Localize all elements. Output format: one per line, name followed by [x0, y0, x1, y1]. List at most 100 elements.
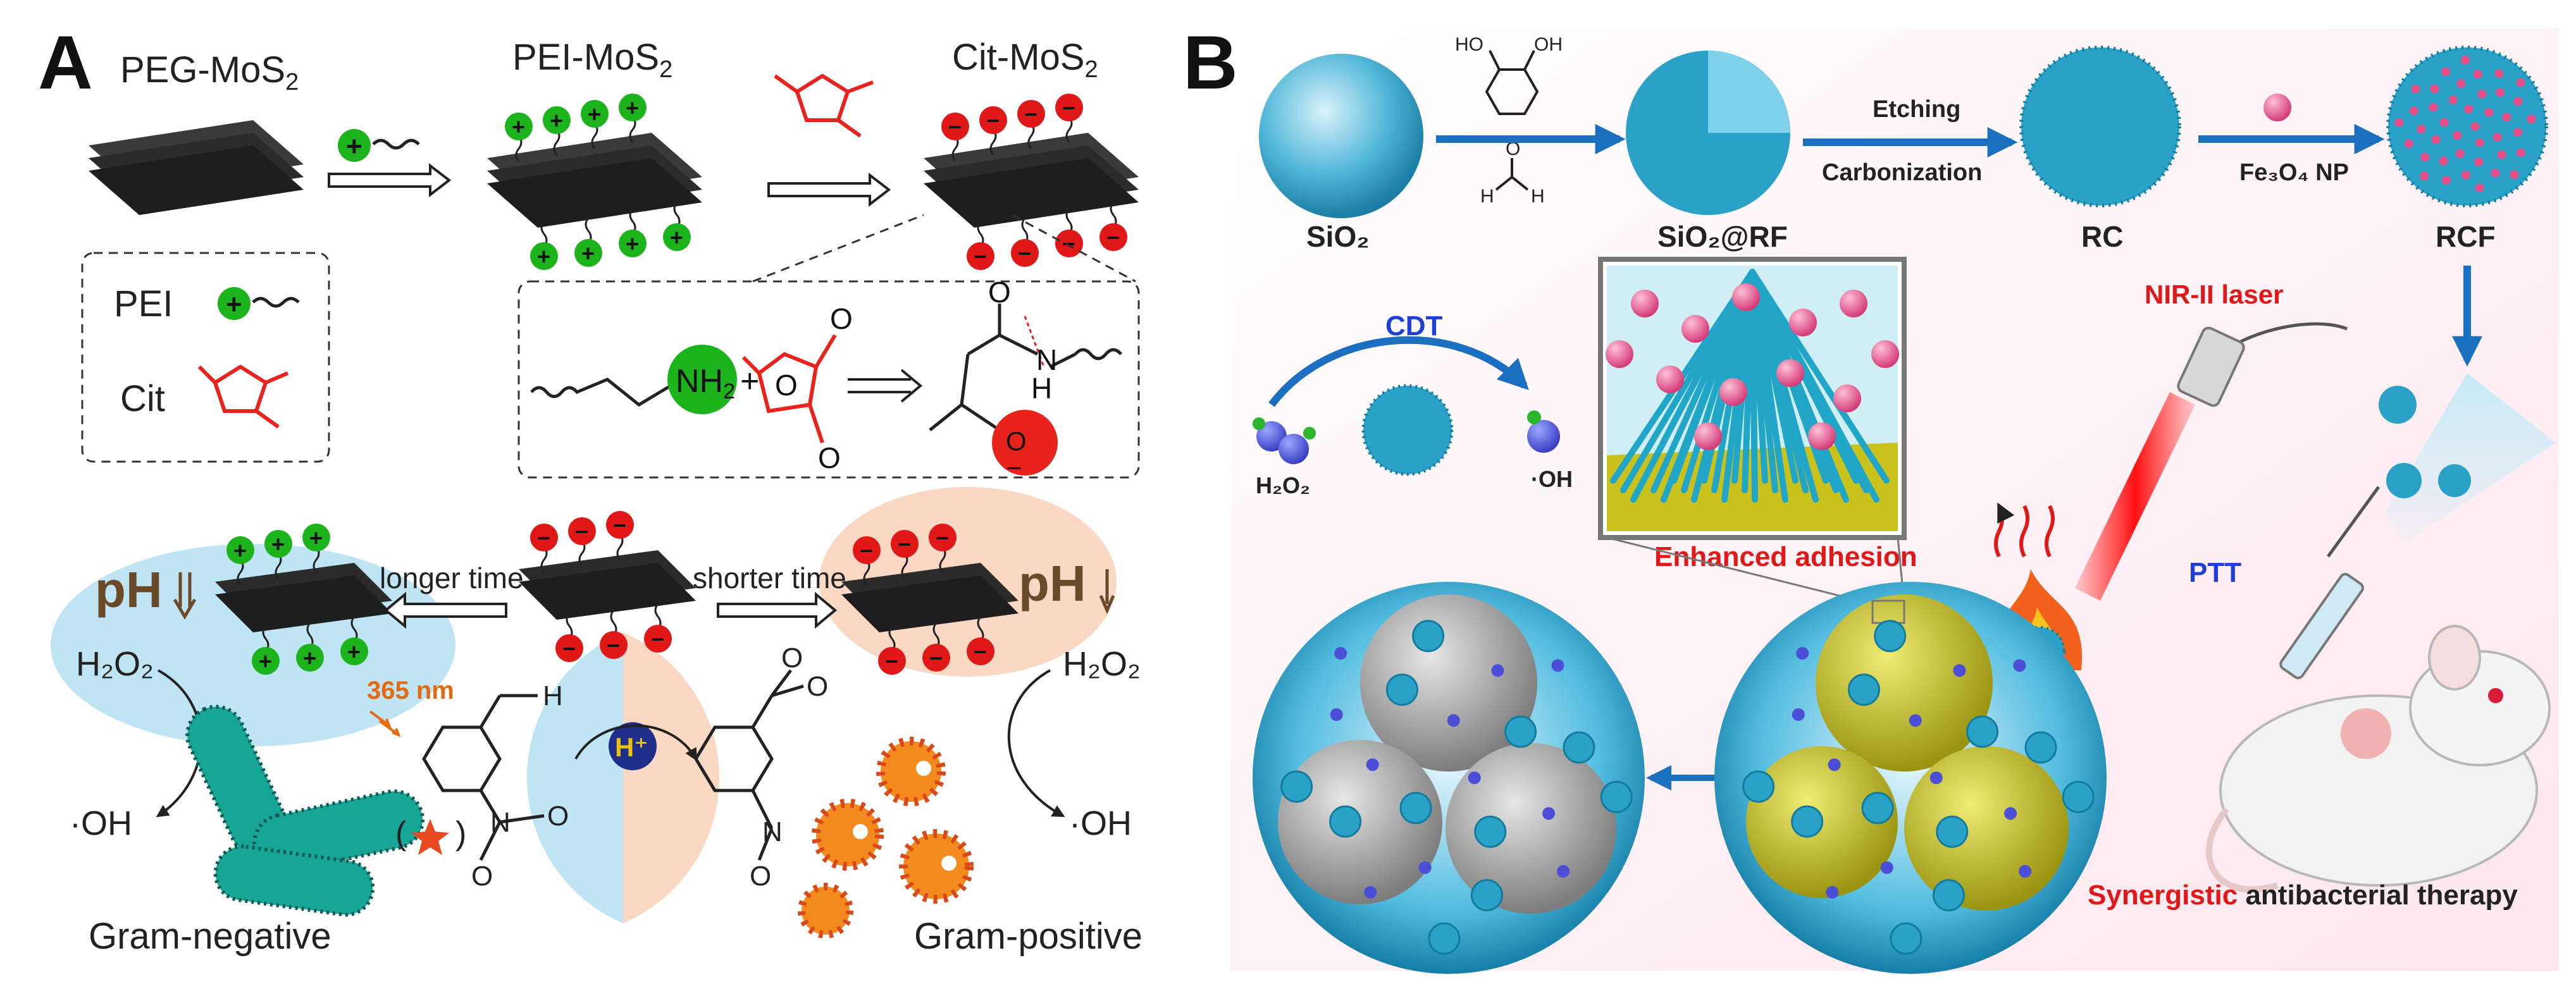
fe3o4-dot: [2453, 131, 2462, 140]
nitrosobenzoate-molecule: [694, 669, 804, 861]
charge-sign: +: [259, 648, 272, 674]
charge-icon: [619, 230, 647, 257]
charge-icon: [606, 511, 634, 539]
rcf-sphere: [2386, 46, 2548, 207]
longer-time-label: longer time: [380, 562, 524, 594]
oh-right-label: ·OH: [1069, 804, 1132, 842]
charge-icon: [922, 644, 950, 672]
fe3o4-dot: [2464, 104, 2474, 114]
rcf-particle: [2024, 731, 2057, 764]
fe3o4-dot: [2456, 79, 2466, 89]
wavelength-label: 365 nm: [367, 677, 454, 704]
charge-icon: [600, 631, 628, 659]
ph-right-label: pH: [1019, 555, 1086, 612]
proton-label: H⁺: [615, 732, 648, 762]
oh-radical-label: ·OH: [1531, 466, 1573, 492]
fe3o4-dot: [2411, 84, 2420, 94]
cdt-arc-arrow: [1268, 336, 1529, 407]
ph-left-double-arrow: [173, 572, 197, 620]
radical-dot: [1364, 886, 1377, 899]
charge-sign: −: [1062, 231, 1075, 257]
carboxylate-minus: −: [1006, 453, 1022, 484]
peg-mos2-title: PEG-MoS2: [120, 49, 299, 95]
center-sheet: [519, 550, 696, 620]
radical-dot: [1366, 758, 1379, 772]
gram-positive-label: Gram-positive: [914, 916, 1142, 957]
cit-mos2-title: Cit-MoS2: [952, 37, 1098, 83]
adhesion-inset: [1598, 257, 1907, 540]
rcf-label: RCF: [2436, 220, 2496, 253]
aldehyde-h-label: H: [543, 680, 563, 711]
spray-particle-1: [2379, 386, 2417, 424]
rcf-particle: [1600, 780, 1633, 813]
fe3o4-dot: [2527, 114, 2536, 124]
charge-sign: +: [588, 101, 601, 127]
fe3o4-np-icon: [2263, 94, 2291, 121]
charge-sign: −: [986, 108, 1000, 133]
reaction-arrow: [848, 369, 923, 403]
rcf-particle: [1847, 673, 1880, 706]
anhydride-o-2: O: [818, 441, 841, 474]
rcf-particle: [2062, 780, 2095, 813]
fe3o4-dot: [2513, 128, 2523, 137]
radical-dot: [1880, 861, 1893, 874]
charge-sign: −: [1018, 240, 1031, 266]
nitro-n-label: N: [490, 807, 511, 838]
legend-cit-icon: [197, 364, 289, 429]
radical-dot: [1828, 758, 1841, 772]
sio2-sphere: [1259, 54, 1423, 218]
radical-dot: [1826, 886, 1839, 899]
fe3o4-dot: [2492, 133, 2502, 142]
charge-icon: [619, 94, 647, 121]
legend-pei-label: PEI: [114, 283, 173, 324]
fe3o4-dot: [2475, 138, 2484, 147]
fe3o4-dot: [2497, 150, 2506, 159]
rcf-particle: [1936, 815, 1969, 848]
fe3o4-dot: [2491, 168, 2500, 178]
formaldehyde-molecule: [1495, 158, 1529, 191]
product-h-label: H: [1031, 372, 1052, 405]
arrow-pei-to-cit: [767, 172, 891, 207]
charge-sign: −: [607, 632, 620, 658]
fe3o4-dot: [2510, 170, 2519, 180]
radical-dot: [1542, 807, 1556, 820]
killed-cluster-particles: [1280, 620, 1633, 955]
charge-sign: +: [233, 538, 247, 563]
etching-label: Etching: [1873, 96, 1960, 123]
paren-left: (: [395, 815, 407, 852]
radical-dot: [1330, 708, 1343, 721]
fe3o4-dot: [2448, 95, 2458, 104]
killed-bacterium-1: [1360, 594, 1537, 772]
reaction-detail-box: NH2 + O O O: [517, 214, 1140, 484]
fe3o4-nanoparticle: [1719, 378, 1747, 406]
fe3o4-dot: [2473, 70, 2482, 79]
cit-negative-charges: −−−−−−−−: [941, 94, 1127, 270]
charge-icon: [543, 106, 571, 134]
radical-dot: [1551, 659, 1564, 672]
center-peach-zone: [623, 632, 720, 923]
rcf-particle: [1428, 922, 1461, 955]
svg-text:+: +: [346, 131, 362, 162]
fe3o4-dot: [2420, 152, 2430, 162]
rcf-particle: [1412, 620, 1445, 653]
ptt-label: PTT: [2189, 557, 2241, 588]
legend-cit-label: Cit: [120, 378, 165, 419]
fe3o4-nanoparticle: [1840, 290, 1867, 317]
charge-sign: +: [347, 639, 361, 665]
charge-icon: [555, 634, 583, 662]
charge-sign: −: [948, 114, 962, 140]
charge-icon: [530, 524, 558, 551]
carboxylate-o-label: O: [1006, 426, 1027, 456]
h2o2-molecule-icon: [1253, 417, 1316, 464]
fe3o4-dot: [2439, 118, 2449, 127]
cit-mos2-sheet: [924, 133, 1139, 228]
fe3o4-nanoparticle: [1871, 340, 1899, 368]
fe3o4-dot: [2441, 67, 2451, 77]
charge-icon: [967, 242, 994, 270]
proton-arc-arrow: [574, 724, 697, 761]
radical-dot: [2004, 807, 2017, 820]
fe3o4-dot: [2496, 88, 2505, 97]
spray-particle-3: [2386, 463, 2422, 498]
fe3o4-dot: [2431, 135, 2441, 144]
paren-right: ): [455, 815, 466, 852]
